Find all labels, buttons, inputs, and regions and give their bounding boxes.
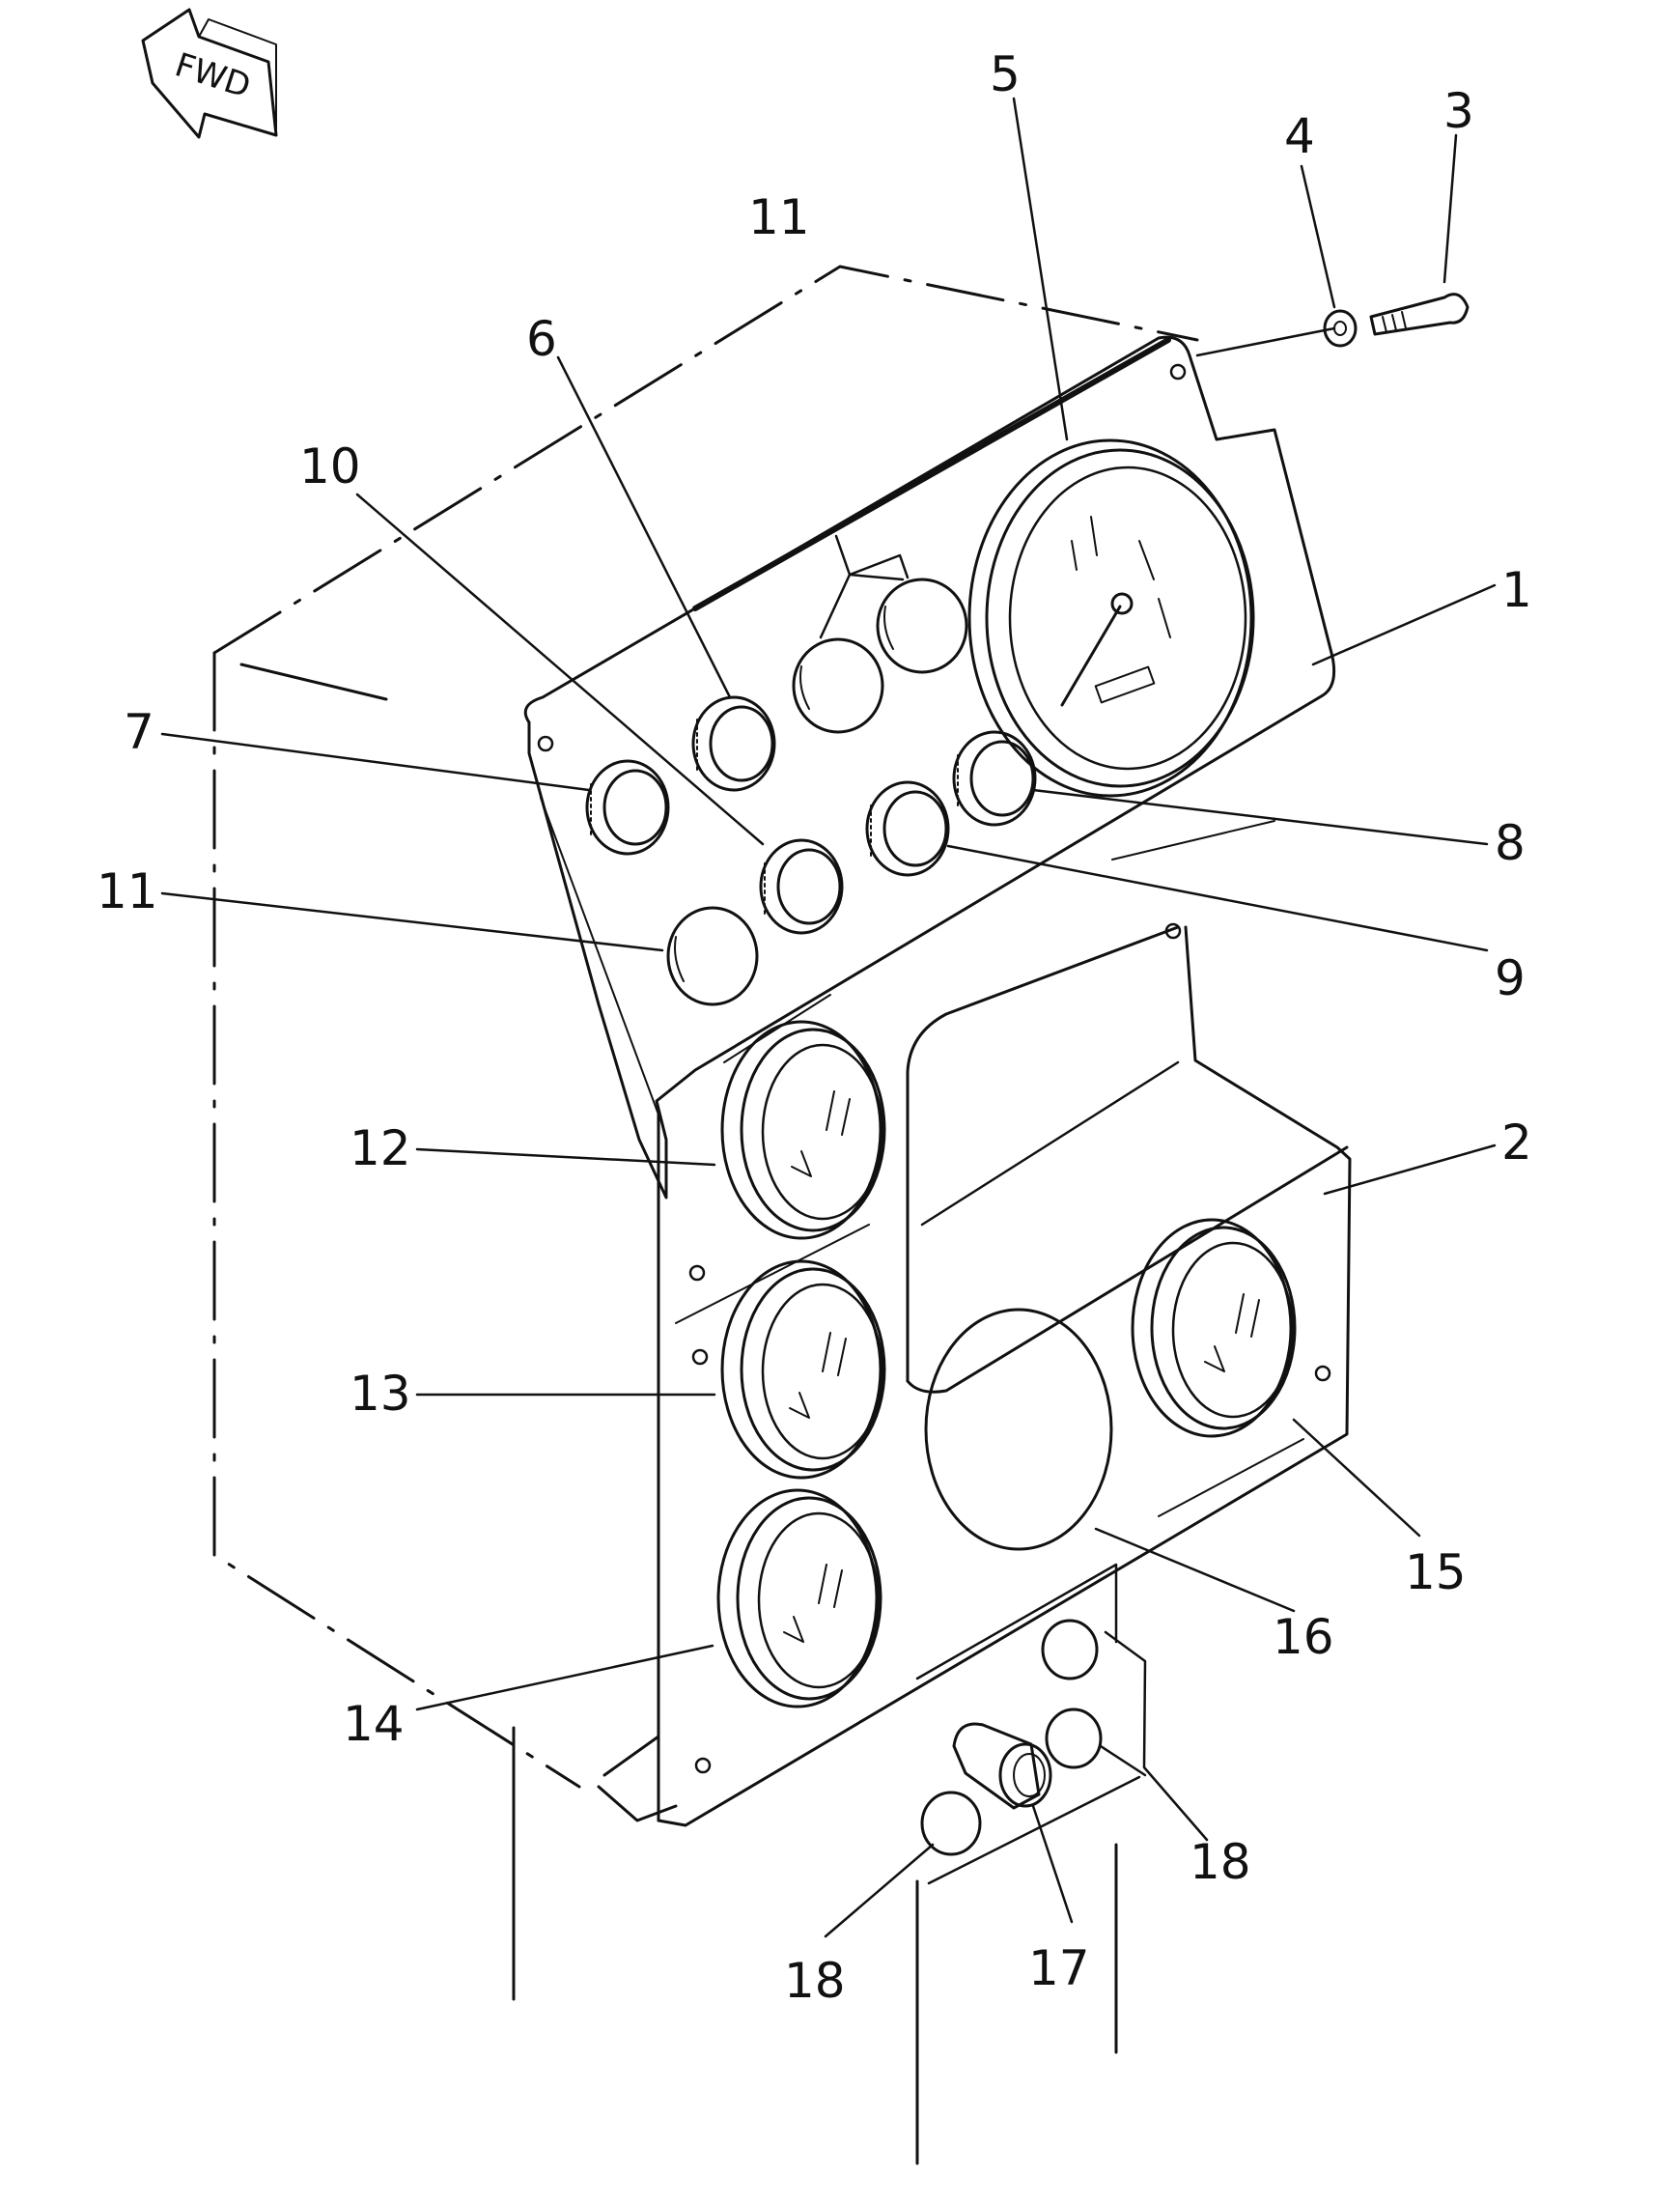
gauge-13 — [720, 1259, 886, 1480]
callout-12: 12 — [350, 1120, 411, 1176]
lamp-7 — [585, 759, 670, 856]
small-plug-18a — [920, 1791, 982, 1856]
gauge-15 — [1131, 1218, 1297, 1438]
mounting-outline — [212, 265, 1199, 2165]
screw-part — [1369, 293, 1470, 336]
key-switch — [952, 1722, 1052, 1810]
callout-3: 3 — [1443, 83, 1474, 139]
callout-1: 1 — [1501, 562, 1532, 618]
blank-plug-a — [792, 637, 884, 734]
leader-lines — [160, 97, 1497, 1938]
gauge-14 — [716, 1488, 882, 1708]
lamp-6 — [691, 695, 776, 792]
callout-18-bottom: 18 — [784, 1953, 846, 2009]
callout-7: 7 — [124, 704, 154, 760]
callout-4: 4 — [1284, 108, 1315, 164]
callout-5: 5 — [990, 46, 1021, 102]
callout-9: 9 — [1495, 950, 1526, 1006]
callout-2: 2 — [1501, 1115, 1532, 1171]
blank-plate — [924, 1308, 1113, 1551]
callout-16: 16 — [1273, 1609, 1334, 1665]
callout-14: 14 — [343, 1696, 405, 1752]
blank-plug-b — [876, 578, 968, 674]
callout-8: 8 — [1495, 815, 1526, 871]
small-plug-18b — [1041, 1619, 1099, 1680]
callout-15: 15 — [1405, 1544, 1467, 1600]
callout-6: 6 — [526, 311, 557, 367]
lamp-9 — [865, 780, 950, 877]
callout-labels: 1 2 3 4 5 6 7 8 9 10 11 11 12 13 14 15 1… — [97, 46, 1532, 2009]
fwd-arrow-icon: FWD — [141, 8, 278, 139]
callout-18-right: 18 — [1190, 1834, 1251, 1890]
callout-11-left: 11 — [97, 863, 158, 919]
lamp-8 — [952, 730, 1037, 827]
lower-panel — [597, 925, 1352, 1827]
fwd-label: FWD — [170, 45, 255, 106]
upper-panel — [523, 335, 1336, 1200]
large-gauge — [967, 438, 1255, 798]
gauge-12 — [720, 1020, 886, 1240]
callout-13: 13 — [350, 1366, 411, 1422]
callout-17: 17 — [1028, 1940, 1090, 1996]
lamp-10 — [759, 838, 844, 935]
callout-11-top: 11 — [748, 189, 810, 245]
small-plug-18c — [1045, 1708, 1103, 1769]
switch-bracket — [915, 1563, 1141, 1885]
callout-10: 10 — [299, 438, 361, 494]
blank-plug-c — [666, 906, 759, 1006]
